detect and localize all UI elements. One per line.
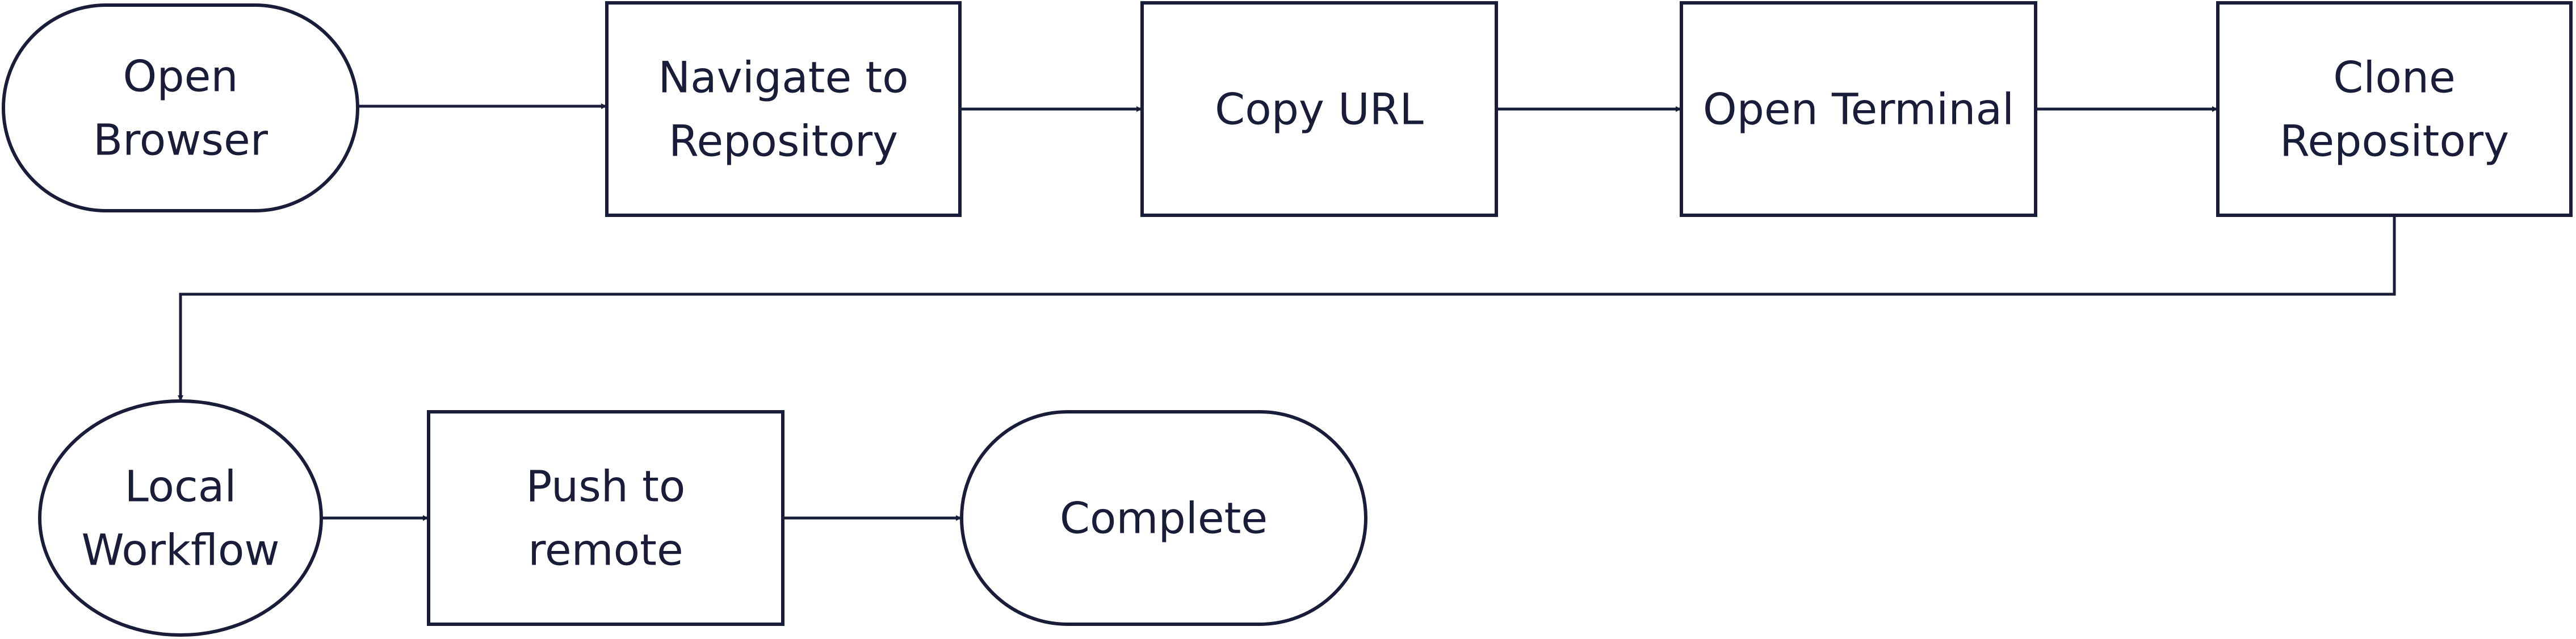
node-complete: Complete [960, 410, 1367, 626]
node-open-browser-terminal-shape [2, 3, 359, 212]
node-push-process-box [427, 410, 784, 626]
node-complete-label-line: Complete [1060, 493, 1268, 544]
node-copy-url: Copy URL [1140, 1, 1498, 217]
node-local-workflow-label-line: Workflow [82, 525, 280, 575]
node-clone-process-box [2216, 1, 2573, 217]
node-local-workflow-label-line: Local [125, 461, 237, 512]
node-copy-url-process-box [1140, 1, 1498, 217]
arrow-clone-to-local-workflow [178, 215, 2396, 401]
node-clone-label-line: Clone [2333, 52, 2456, 103]
node-open-terminal: Open Terminal [1680, 1, 2037, 217]
node-open-terminal-label-line: Open Terminal [1703, 84, 2014, 135]
node-navigate-label-line: Navigate to [658, 52, 908, 103]
node-push-label-line: Push to [526, 461, 686, 512]
edges-layer [178, 103, 2396, 521]
node-navigate: Navigate to Repository [605, 1, 962, 217]
node-navigate-process-box [605, 1, 962, 217]
node-push-label-line: remote [528, 525, 683, 575]
node-local-workflow-ellipse [38, 399, 323, 637]
node-push: Push to remote [427, 410, 784, 626]
node-open-browser-label-line: Open [123, 51, 238, 102]
node-open-browser-label-line: Browser [93, 115, 268, 165]
node-copy-url-label-line: Copy URL [1215, 84, 1424, 135]
node-navigate-label-line: Repository [669, 116, 898, 166]
node-complete-terminal-shape [960, 410, 1367, 626]
node-clone-label-line: Repository [2280, 116, 2509, 166]
node-open-terminal-process-box [1680, 1, 2037, 217]
